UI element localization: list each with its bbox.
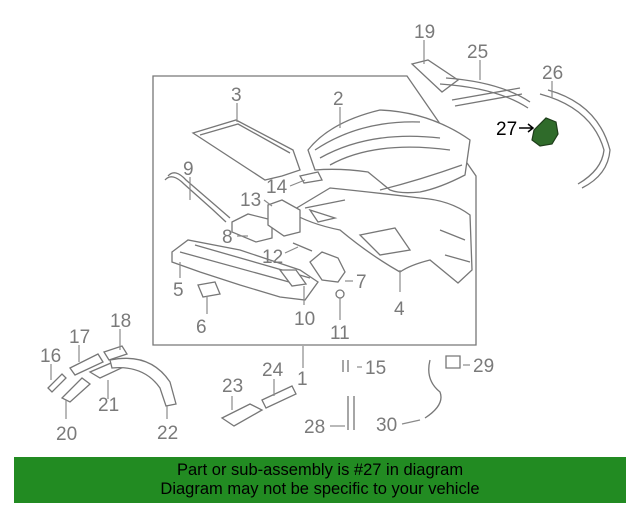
callout-12: 12 [262, 247, 283, 268]
part-27-arrow [519, 123, 535, 133]
callout-14: 14 [266, 177, 288, 198]
callout-28: 28 [304, 417, 325, 438]
part-29 [445, 355, 461, 369]
part-25-seal [439, 77, 531, 109]
part-3-liner [191, 119, 301, 181]
part-9-strip-2 [164, 176, 227, 223]
parts-diagram: 1 2 3 4 5 6 7 8 9 10 11 12 13 14 15 16 1… [40, 22, 611, 445]
callout-10: 10 [294, 309, 315, 330]
callout-30: 30 [376, 415, 397, 436]
part-30-cable [424, 359, 442, 419]
assembly-box [152, 75, 477, 346]
part-8-bracket [231, 213, 273, 243]
part-3-liner-edge [199, 123, 291, 154]
part-26-seal [539, 89, 611, 189]
callout-2: 2 [333, 89, 344, 110]
callout-17: 17 [69, 327, 90, 348]
callout-11: 11 [330, 323, 350, 344]
part-16 [47, 373, 67, 393]
callout-7: 7 [356, 272, 367, 293]
callout-9: 9 [183, 159, 194, 180]
callout-20: 20 [56, 424, 77, 445]
banner-line-2: Diagram may not be specific to your vehi… [160, 480, 480, 498]
leader-lines [50, 40, 553, 427]
callout-6: 6 [196, 317, 207, 338]
callout-22: 22 [157, 423, 178, 444]
callout-5: 5 [173, 280, 184, 301]
callout-3: 3 [231, 85, 242, 106]
part-4-frame-detail [304, 199, 471, 263]
callout-19: 19 [414, 22, 435, 43]
callout-1: 1 [297, 369, 308, 390]
callout-23: 23 [222, 376, 243, 397]
part-9-strip [167, 172, 231, 219]
part-13-bracket [267, 199, 301, 237]
part-19 [410, 59, 460, 93]
info-banner: Part or sub-assembly is #27 in diagram D… [14, 457, 626, 503]
callout-27: 27 [496, 119, 517, 140]
part-28-strut [347, 396, 355, 430]
part-24 [261, 385, 297, 409]
part-10 [278, 269, 308, 287]
banner-line-1: Part or sub-assembly is #27 in diagram [176, 461, 464, 479]
part-12 [292, 242, 313, 252]
callout-26: 26 [542, 63, 563, 84]
part-17 [69, 353, 104, 376]
part-4-frame [288, 187, 473, 284]
part-22 [109, 357, 177, 407]
part-25-seal-lower [451, 87, 523, 107]
callout-15: 15 [365, 358, 386, 379]
part-27-highlighted [531, 117, 559, 147]
callout-4: 4 [394, 299, 405, 320]
callout-18: 18 [110, 311, 131, 332]
part-18 [103, 345, 128, 361]
part-11-fastener [335, 289, 345, 299]
callout-8: 8 [222, 227, 233, 248]
callout-24: 24 [262, 360, 284, 381]
callout-13: 13 [240, 190, 261, 211]
callout-25: 25 [467, 42, 488, 63]
part-2-ribs [314, 121, 463, 191]
callout-21: 21 [98, 395, 119, 416]
callout-29: 29 [473, 356, 494, 377]
part-15 [342, 360, 349, 372]
part-6 [197, 281, 221, 298]
callout-16: 16 [40, 346, 61, 367]
part-14 [298, 171, 323, 184]
part-7-hinge [309, 251, 346, 283]
part-2-top-cover [307, 109, 471, 194]
part-23-pad [220, 403, 264, 427]
part-20 [60, 377, 92, 403]
